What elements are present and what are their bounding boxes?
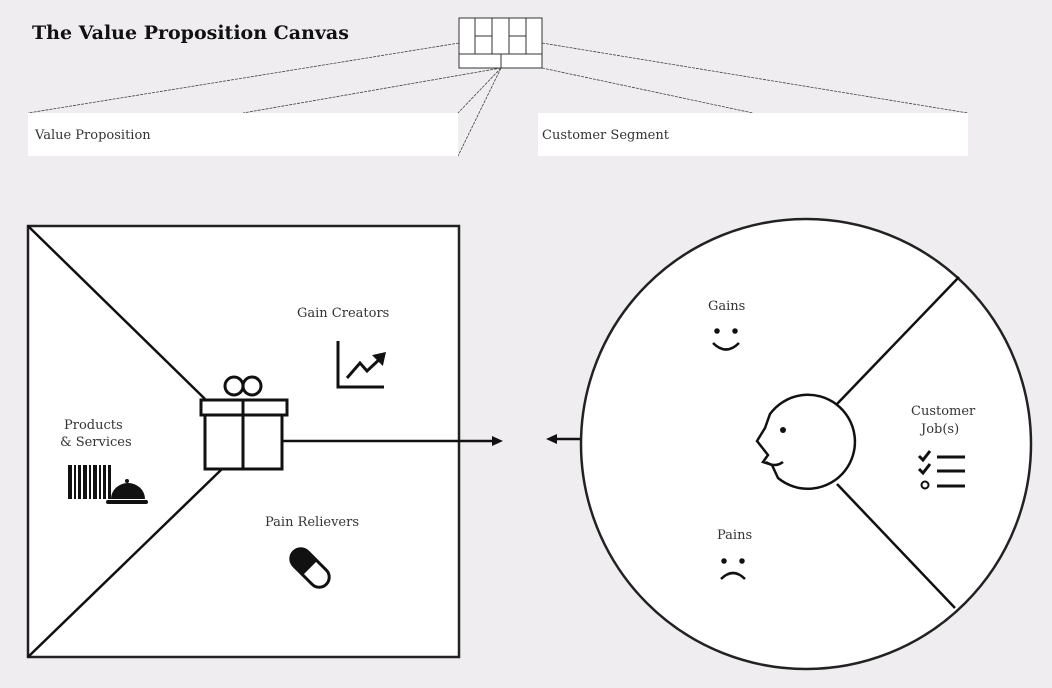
value-proposition-label: Value Proposition [34, 128, 151, 143]
customer-jobs-label-1: Customer [911, 404, 976, 419]
checklist-icon [917, 450, 965, 490]
customer-jobs-label-2: Job(s) [919, 422, 959, 437]
chart-up-icon [336, 341, 386, 389]
products-label-1: Products [64, 418, 123, 433]
page-title: The Value Proposition Canvas [32, 22, 349, 44]
canvas-thumbnail[interactable] [458, 17, 543, 69]
value-proposition-box[interactable] [28, 113, 458, 156]
pains-label: Pains [717, 528, 752, 543]
gift-icon [199, 375, 289, 471]
pill-icon [289, 547, 331, 589]
smile-icon [712, 328, 740, 351]
customer-head-icon [755, 393, 857, 490]
gain-creators-label: Gain Creators [297, 306, 389, 321]
products-label-2: & Services [60, 435, 132, 450]
customer-segment-label: Customer Segment [542, 128, 670, 143]
pain-relievers-label: Pain Relievers [265, 515, 359, 530]
gains-label: Gains [708, 299, 745, 314]
barcode-service-icon [68, 465, 148, 504]
customer-segment-box[interactable] [538, 113, 968, 156]
connector-lines [27, 42, 969, 157]
frown-icon [720, 558, 746, 580]
